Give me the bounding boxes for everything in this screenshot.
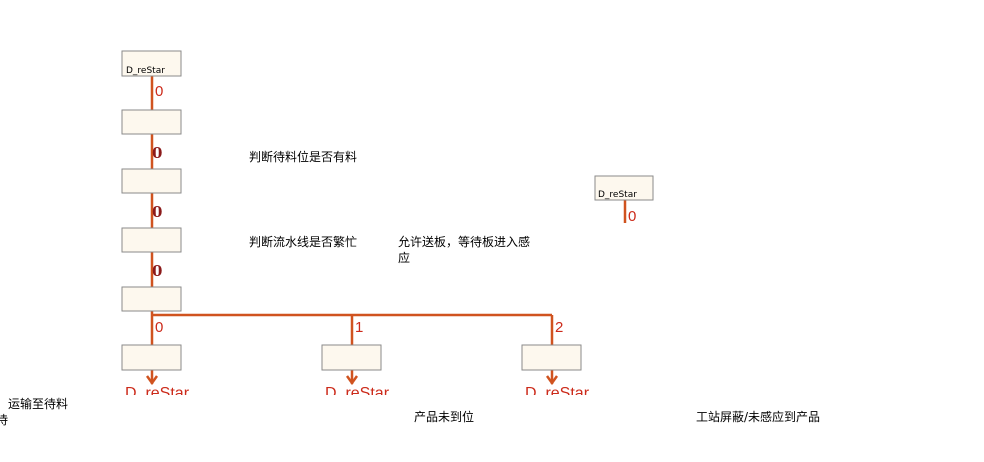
- note-station-shield: 工站屏蔽/未感应到产品: [696, 410, 821, 424]
- branch-label-step-2: 0: [152, 203, 162, 221]
- arrow-exit-2: [545, 375, 559, 386]
- branch-label-step-3: 0: [152, 262, 162, 280]
- note-check-line: 判断流水线是否繁忙: [249, 235, 358, 249]
- note-left-line2: 待: [0, 413, 9, 427]
- branch-node-1[interactable]: [321, 344, 382, 371]
- note-allow-feed-line1: 允许送板，等待板进入感: [398, 235, 531, 249]
- terminal-label-0: D_reStar: [125, 385, 190, 402]
- branch-label-fork-0: 0: [155, 319, 163, 336]
- start-node-label: D_reStar: [126, 66, 165, 76]
- branch-node-0[interactable]: [121, 344, 182, 371]
- branch-label-fork-2: 2: [555, 319, 563, 336]
- terminal-label-2: D_reStar: [525, 385, 590, 402]
- branch-label-step-1: 0: [152, 144, 162, 162]
- terminal-label-1: D_reStar: [325, 385, 390, 402]
- arrow-exit-1: [345, 375, 359, 386]
- note-product-absent: 产品未到位: [414, 410, 475, 424]
- start-node[interactable]: [121, 50, 182, 77]
- step-node-1[interactable]: [121, 109, 182, 135]
- step-node-3[interactable]: [121, 227, 182, 253]
- branch-label-start: 0: [155, 83, 163, 100]
- branch-label-fork-1: 1: [355, 319, 363, 336]
- step-node-2[interactable]: [121, 168, 182, 194]
- step-node-4[interactable]: [121, 286, 182, 312]
- arrow-exit-0: [145, 375, 159, 386]
- note-allow-feed-line2: 应: [398, 251, 411, 265]
- branch-node-2[interactable]: [521, 344, 582, 371]
- note-left-line1: ，运输至待料: [0, 397, 69, 411]
- side-node[interactable]: [594, 175, 654, 201]
- note-check-material: 判断待料位是否有料: [249, 150, 358, 164]
- side-node-label: D_reStar: [598, 190, 637, 200]
- branch-label-side: 0: [628, 208, 636, 225]
